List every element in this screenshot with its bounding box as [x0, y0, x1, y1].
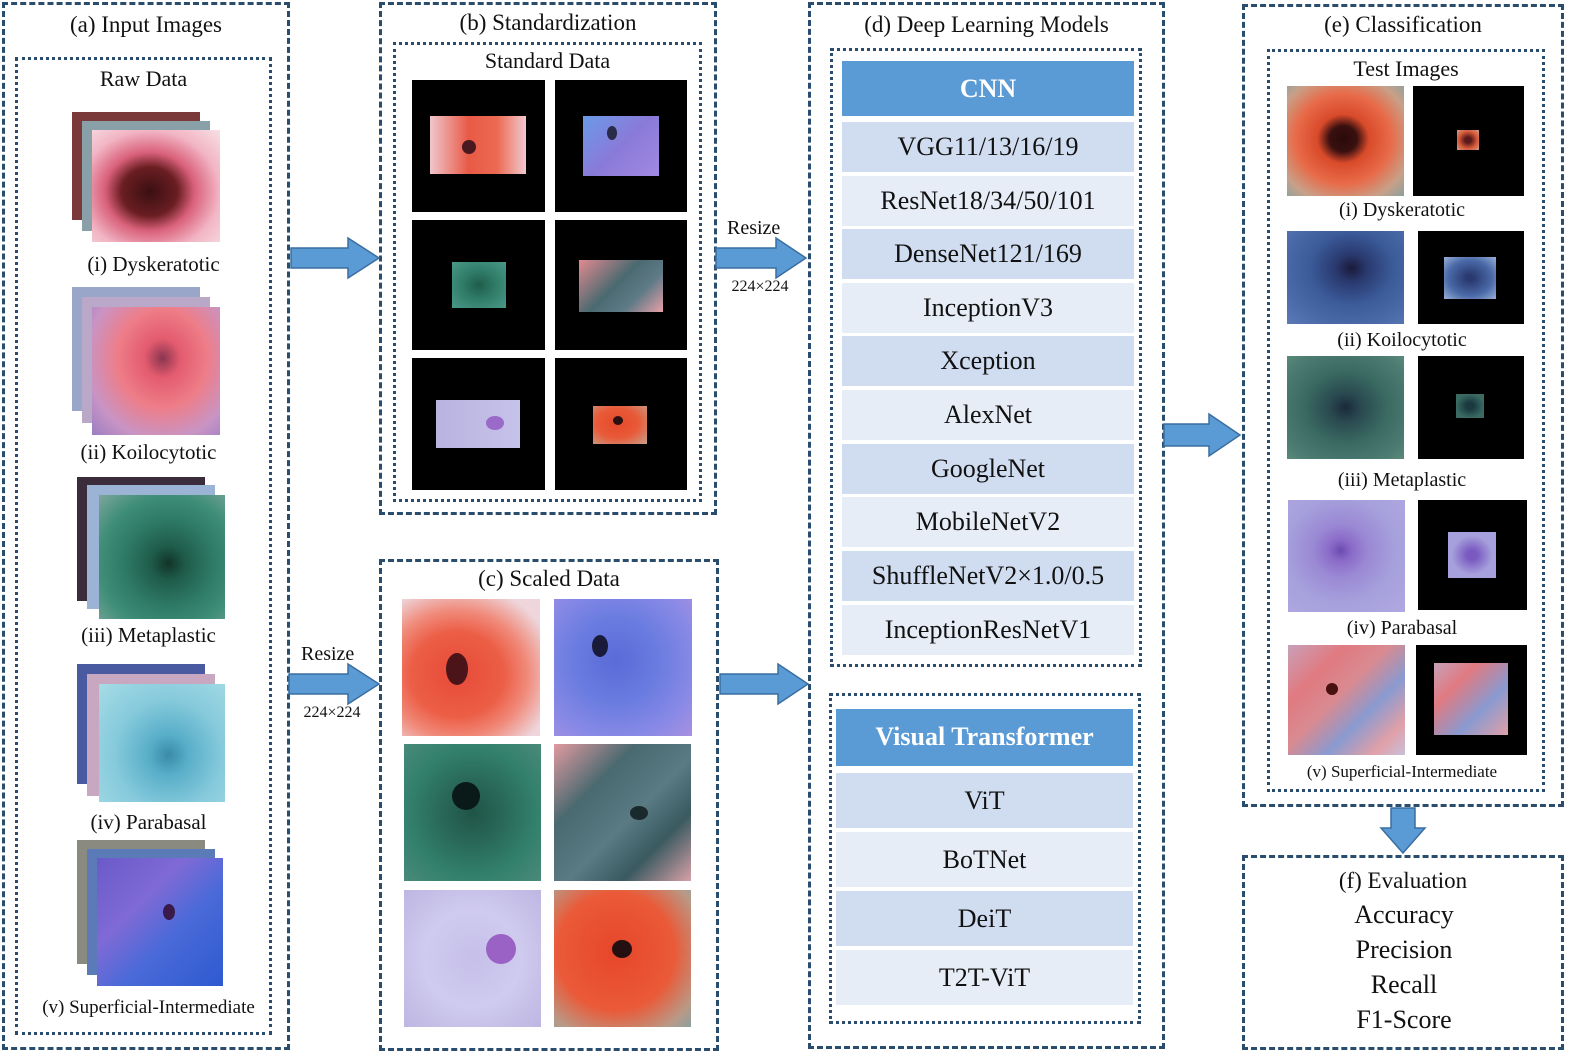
resize-size-bottom: 224×224: [303, 704, 361, 721]
test-standard-dyskeratotic: [1413, 86, 1524, 196]
transformer-header: Visual Transformer: [836, 709, 1133, 766]
test-images-title: Test Images: [1353, 56, 1459, 81]
panel-input-images: [2, 2, 290, 1050]
transformer-box: [829, 693, 1141, 1024]
cnn-model-row: MobileNetV2: [842, 497, 1134, 547]
panel-f-title: (f) Evaluation: [1338, 868, 1468, 893]
cnn-model-row: AlexNet: [842, 390, 1134, 440]
standard-image-4: [555, 220, 687, 350]
test-caption-metaplastic: (iii) Metaplastic: [1337, 469, 1467, 491]
cnn-model-row: ShuffleNetV2×1.0/0.5: [842, 551, 1134, 601]
arrow-right-icon: [715, 236, 808, 280]
panel-a-title: (a) Input Images: [70, 12, 222, 37]
cnn-model-row: VGG11/13/16/19: [842, 122, 1134, 172]
raw-caption-parabasal: (iv) Parabasal: [90, 810, 207, 834]
raw-data-box: [15, 57, 272, 1035]
cnn-model-row: ResNet18/34/50/101: [842, 176, 1134, 226]
scaled-image-3: [404, 744, 541, 881]
standard-data-title: Standard Data: [484, 48, 611, 73]
test-standard-metaplastic: [1418, 356, 1524, 459]
metric-recall: Recall: [1370, 970, 1438, 999]
scaled-image-2: [554, 599, 692, 736]
raw-caption-koilocytotic: (ii) Koilocytotic: [80, 440, 217, 464]
panel-deep-learning-models: [808, 2, 1165, 1049]
test-image-superficial-intermediate: [1288, 645, 1405, 755]
resize-size-top: 224×224: [731, 278, 789, 295]
transformer-model-row: DeiT: [836, 891, 1133, 946]
metric-f1-score: F1-Score: [1356, 1005, 1452, 1034]
cnn-model-row: GoogleNet: [842, 444, 1134, 494]
cnn-model-row: Xception: [842, 336, 1134, 386]
standard-image-2: [555, 80, 687, 212]
test-standard-superficial-intermediate: [1416, 645, 1527, 755]
metric-precision: Precision: [1355, 935, 1453, 964]
arrow-right-icon: [719, 662, 810, 706]
raw-stack-superficial-intermediate: [77, 840, 227, 988]
raw-stack-koilocytotic: [72, 287, 222, 437]
test-images-box: [1267, 49, 1545, 792]
cnn-box: [830, 48, 1142, 667]
panel-scaled-data: [379, 559, 719, 1051]
test-caption-koilocytotic: (ii) Koilocytotic: [1337, 329, 1467, 351]
standard-image-3: [412, 220, 545, 350]
arrow-right-icon: [290, 236, 381, 280]
transformer-model-row: T2T-ViT: [836, 950, 1133, 1005]
test-caption-parabasal: (iv) Parabasal: [1346, 617, 1458, 639]
scaled-image-6: [554, 890, 691, 1027]
transformer-model-row: ViT: [836, 773, 1133, 828]
test-image-metaplastic: [1287, 356, 1404, 459]
scaled-image-5: [404, 890, 541, 1027]
raw-data-title: Raw Data: [99, 66, 188, 91]
standard-data-box: [393, 42, 702, 502]
standard-image-1: [412, 80, 545, 212]
cnn-header: CNN: [842, 61, 1134, 116]
test-standard-koilocytotic: [1418, 231, 1524, 324]
arrow-down-icon: [1379, 807, 1427, 855]
test-image-parabasal: [1288, 500, 1405, 612]
test-image-dyskeratotic: [1287, 86, 1404, 196]
raw-caption-superficial-intermediate: (v) Superficial-Intermediate: [42, 997, 255, 1018]
panel-c-title: (c) Scaled Data: [478, 566, 620, 591]
panel-evaluation: [1242, 855, 1564, 1050]
raw-stack-parabasal: [77, 664, 227, 804]
panel-d-title: (d) Deep Learning Models: [864, 12, 1109, 37]
panel-e-title: (e) Classification: [1324, 12, 1482, 37]
arrow-right-icon: [1163, 412, 1242, 458]
cnn-model-row: InceptionResNetV1: [842, 605, 1134, 655]
panel-classification: [1242, 4, 1564, 807]
standard-image-5: [412, 358, 545, 490]
resize-label-top: Resize: [727, 217, 781, 239]
test-caption-dyskeratotic: (i) Dyskeratotic: [1338, 199, 1466, 221]
cnn-model-row: DenseNet121/169: [842, 229, 1134, 279]
resize-label-bottom: Resize: [301, 643, 355, 665]
test-image-koilocytotic: [1287, 231, 1404, 324]
scaled-image-4: [554, 744, 691, 881]
arrow-right-icon: [288, 662, 381, 706]
test-caption-superficial-intermediate: (v) Superficial-Intermediate: [1306, 762, 1498, 781]
test-standard-parabasal: [1418, 500, 1527, 610]
raw-caption-dyskeratotic: (i) Dyskeratotic: [87, 252, 220, 276]
scaled-image-1: [402, 599, 540, 736]
raw-stack-metaplastic: [77, 477, 227, 622]
panel-b-title: (b) Standardization: [459, 10, 637, 35]
metric-accuracy: Accuracy: [1354, 900, 1454, 929]
cnn-model-row: InceptionV3: [842, 283, 1134, 333]
standard-image-6: [555, 358, 687, 490]
transformer-model-row: BoTNet: [836, 832, 1133, 887]
raw-caption-metaplastic: (iii) Metaplastic: [81, 623, 216, 647]
raw-stack-dyskeratotic: [72, 112, 222, 244]
